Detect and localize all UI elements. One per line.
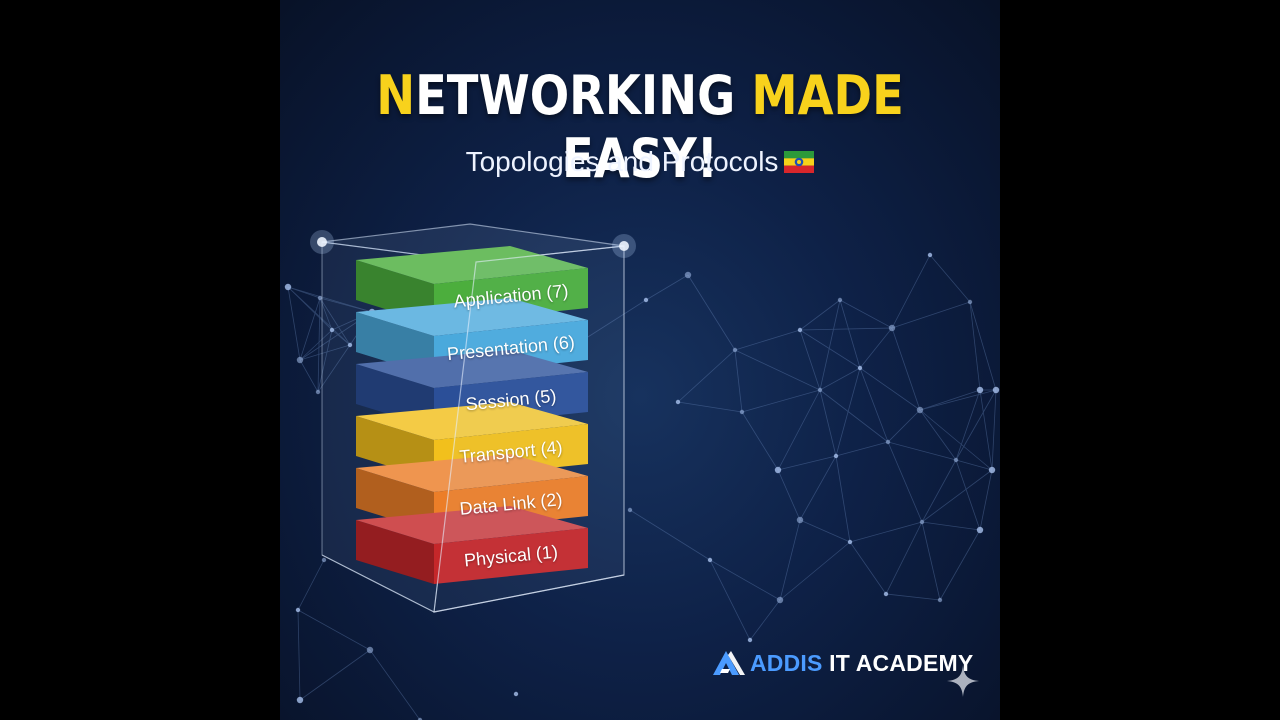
thumbnail-canvas: NETWORKING MADE EASY! Topologies and Pro… [280, 0, 1000, 720]
network-node [796, 516, 804, 524]
subtitle-text: Topologies and Protocols [465, 146, 779, 177]
network-node [776, 596, 784, 604]
network-node [976, 526, 984, 534]
network-node [295, 607, 301, 613]
brand-name: ADDIS IT ACADEMY [750, 650, 973, 677]
network-node [739, 409, 745, 415]
network-node [732, 347, 738, 353]
network-node [967, 299, 973, 305]
network-node [747, 637, 753, 643]
network-node [643, 297, 649, 303]
network-node [797, 327, 803, 333]
network-node [296, 356, 304, 364]
layer-side-face [356, 520, 434, 584]
network-node [847, 539, 853, 545]
network-node [284, 283, 292, 291]
title-word-networking: ETWORKING [415, 64, 736, 127]
ethiopia-flag-icon [784, 151, 815, 173]
network-node [513, 691, 519, 697]
network-node [992, 386, 1000, 394]
network-node [837, 297, 843, 303]
network-node [296, 696, 304, 704]
title-word-made: MADE [751, 64, 904, 127]
layer-top-face [356, 402, 588, 440]
a-triangle-logo-icon [713, 651, 745, 675]
network-node [321, 557, 327, 563]
network-node [833, 453, 839, 459]
network-node [684, 271, 692, 279]
brand-name-rest: IT ACADEMY [822, 649, 974, 676]
subtitle: Topologies and Protocols [280, 146, 1000, 178]
network-node [315, 389, 321, 395]
glint-halo [612, 234, 636, 258]
network-node [988, 466, 996, 474]
network-node [675, 399, 681, 405]
network-background [284, 252, 1000, 720]
glint-halo [310, 230, 334, 254]
title-first-letter: N [376, 64, 416, 127]
network-node [916, 406, 924, 414]
glint [317, 237, 327, 247]
network-node [885, 439, 891, 445]
network-node [976, 386, 984, 394]
network-node [347, 342, 353, 348]
network-node [919, 519, 925, 525]
layer-6-block [356, 506, 588, 584]
network-node [817, 387, 823, 393]
network-lines [287, 254, 997, 720]
layer-top-face [356, 454, 588, 492]
network-nodes [284, 252, 1000, 720]
network-node [927, 252, 933, 258]
brand-name-accent: ADDIS [750, 649, 823, 676]
sparkle-icon [947, 665, 979, 697]
network-node [774, 466, 782, 474]
network-node [707, 557, 713, 563]
network-node [317, 295, 323, 301]
network-node [627, 507, 633, 513]
brand-logo: ADDIS IT ACADEMY [712, 648, 973, 678]
network-node [366, 646, 374, 654]
layer-top-face [356, 350, 588, 388]
layer-top-face [356, 246, 588, 284]
network-node [417, 717, 423, 720]
glass-box-front [310, 230, 636, 613]
network-node [937, 597, 943, 603]
layer-front-face [434, 528, 588, 584]
layer-top-face [356, 506, 588, 544]
layer-top-face [356, 298, 588, 336]
network-node [888, 324, 896, 332]
glint [619, 241, 629, 251]
network-node [883, 591, 889, 597]
page-title: NETWORKING MADE EASY! [330, 64, 949, 190]
network-node [329, 327, 335, 333]
osi-layer-stack [310, 223, 636, 613]
title-word-easy: EASY! [562, 127, 718, 190]
network-node [857, 365, 863, 371]
network-node [953, 457, 959, 463]
